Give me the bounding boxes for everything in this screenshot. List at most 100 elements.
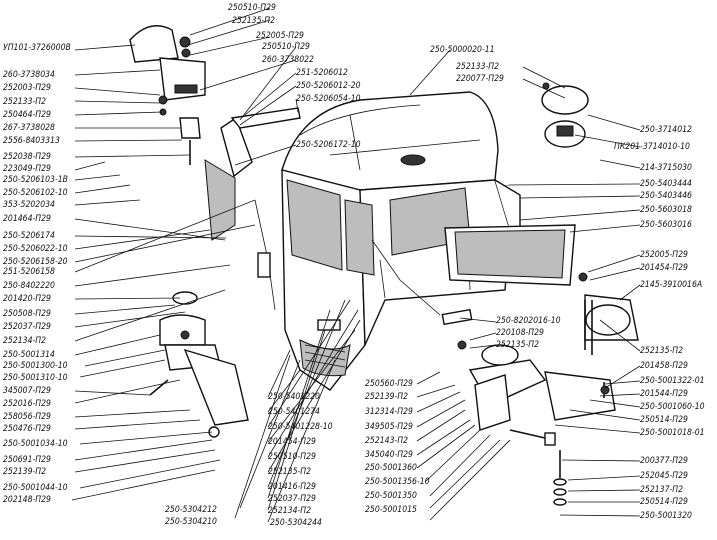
leader-lines xyxy=(71,7,641,523)
right-bracket xyxy=(578,272,639,395)
part-label: 252135-П2 xyxy=(268,467,312,477)
part-label: 267-3738028 xyxy=(3,123,55,133)
part-label: 201420-П29 xyxy=(3,294,51,304)
vent-window-glass xyxy=(220,116,253,178)
part-label: 250-5206172-10 xyxy=(296,140,361,150)
part-label: 250-5001322-01 xyxy=(640,376,705,386)
part-label: 250-5000020-11 xyxy=(430,45,495,55)
part-label: 252005-П29 xyxy=(256,31,304,41)
part-label: 252133-П2 xyxy=(456,62,500,72)
part-label: 201544-П29 xyxy=(640,389,688,399)
part-label: 220077-П29 xyxy=(456,74,504,84)
part-label: 250560-П29 xyxy=(365,379,413,389)
part-label: 250-5001356-10 xyxy=(365,477,430,487)
part-label: 250-5403446 xyxy=(640,191,692,201)
part-label: УП101-3726000В xyxy=(3,43,71,53)
part-label: 250-5001350 xyxy=(365,491,417,501)
part-label: 252003-П29 xyxy=(3,83,51,93)
part-label: 250-5001310-10 xyxy=(3,373,68,383)
part-label: 220108-П29 xyxy=(496,328,544,338)
part-label: 250-5001018-01 xyxy=(640,428,705,438)
part-label: 260-3738022 xyxy=(262,55,314,65)
part-label: 250-5001320 xyxy=(640,511,692,521)
part-label: 250464-П29 xyxy=(3,110,51,120)
part-label: 250-5603016 xyxy=(640,220,692,230)
part-label: 252038-П29 xyxy=(3,152,51,162)
part-label: 214-3715030 xyxy=(640,163,692,173)
part-label: 260-3738034 xyxy=(3,70,55,80)
part-label: 250-5206102-10 xyxy=(3,188,68,198)
part-label: 250514-П29 xyxy=(640,415,688,425)
part-label: 250510-П29 xyxy=(262,42,310,52)
part-label: 250510-П29 xyxy=(268,452,316,462)
cab-body xyxy=(281,91,521,391)
part-label: 252045-П29 xyxy=(640,471,688,481)
part-label: 250-5001314 xyxy=(3,350,55,360)
part-label: 252137-П2 xyxy=(640,485,684,495)
part-label: 250-5001044-10 xyxy=(3,483,68,493)
part-label: 250-5206158-20 xyxy=(3,257,68,267)
part-label: 250-3714012 xyxy=(640,125,692,135)
part-label: 251-5206012 xyxy=(296,68,348,78)
part-label: 250691-П29 xyxy=(3,455,51,465)
rear-mount xyxy=(441,308,616,446)
part-label: 250510-П29 xyxy=(228,3,276,13)
door-glass-strip xyxy=(230,107,301,129)
part-label: 201458-П29 xyxy=(640,361,688,371)
part-label: 250-5401228-10 xyxy=(268,422,333,432)
part-label: 250-5603018 xyxy=(640,205,692,215)
mirror-glass xyxy=(204,159,236,241)
part-label: 252139-П2 xyxy=(365,392,409,402)
part-label: 250476-П29 xyxy=(3,424,51,434)
part-label: 252016-П29 xyxy=(3,399,51,409)
part-label: 201464-П29 xyxy=(3,214,51,224)
part-label: 250-5206174 xyxy=(3,231,55,241)
part-label: 252139-П2 xyxy=(3,467,47,477)
part-label: 252135-П2 xyxy=(640,346,684,356)
part-label: 349505-П29 xyxy=(365,422,413,432)
part-label: 250-5206054-10 xyxy=(296,94,361,104)
part-label: 2556-8403313 xyxy=(3,136,60,146)
part-label: 201416-П29 xyxy=(268,482,316,492)
door-handle xyxy=(257,252,271,278)
part-label: 250-5304244 xyxy=(270,518,322,528)
part-label: 250-5001060-10 xyxy=(640,402,705,412)
part-label: 2145-3910016А xyxy=(640,280,703,290)
part-label: 250-5206103-1В xyxy=(3,175,68,185)
part-label: 252133-П2 xyxy=(3,97,47,107)
part-label: 223049-П29 xyxy=(3,164,51,174)
roof-lamp-assembly xyxy=(129,25,206,165)
part-label: 250514-П29 xyxy=(640,497,688,507)
part-label: 250-8402220 xyxy=(3,281,55,291)
front-mount-left xyxy=(149,291,249,438)
part-label: 250-5401274 xyxy=(268,407,320,417)
part-label: 202148-П29 xyxy=(3,495,51,505)
bolt-stack xyxy=(553,450,567,506)
part-label: 345007-П29 xyxy=(3,386,51,396)
part-label: 252134-П2 xyxy=(3,336,47,346)
part-label: 250-5001015 xyxy=(365,505,417,515)
marker-lamp xyxy=(541,82,589,148)
part-label: 312314-П29 xyxy=(365,407,413,417)
part-label: 251-5206158 xyxy=(3,267,55,277)
part-label: 353-5202034 xyxy=(3,200,55,210)
part-label: 252037-П29 xyxy=(268,494,316,504)
part-label: 250508-П29 xyxy=(3,309,51,319)
part-label: 200377-П29 xyxy=(640,456,688,466)
part-label: 250-5304212 xyxy=(165,505,217,515)
part-label: 250-5206012-20 xyxy=(296,81,361,91)
part-label: 201454-П29 xyxy=(640,263,688,273)
part-label: 201454-П29 xyxy=(268,437,316,447)
part-label: 250-5403444 xyxy=(640,179,692,189)
part-label: 250-5401220 xyxy=(268,392,320,402)
part-label: 345040-П29 xyxy=(365,450,413,460)
part-label: 250-5304210 xyxy=(165,517,217,527)
part-label: 258056-П29 xyxy=(3,412,51,422)
part-label: 252005-П29 xyxy=(640,250,688,260)
part-label: 250-5001360 xyxy=(365,463,417,473)
part-label: 250-8202016-10 xyxy=(496,316,561,326)
part-label: 250-5001300-10 xyxy=(3,361,68,371)
part-label: 250-5001034-10 xyxy=(3,439,68,449)
part-label: 252135-П2 xyxy=(232,16,276,26)
